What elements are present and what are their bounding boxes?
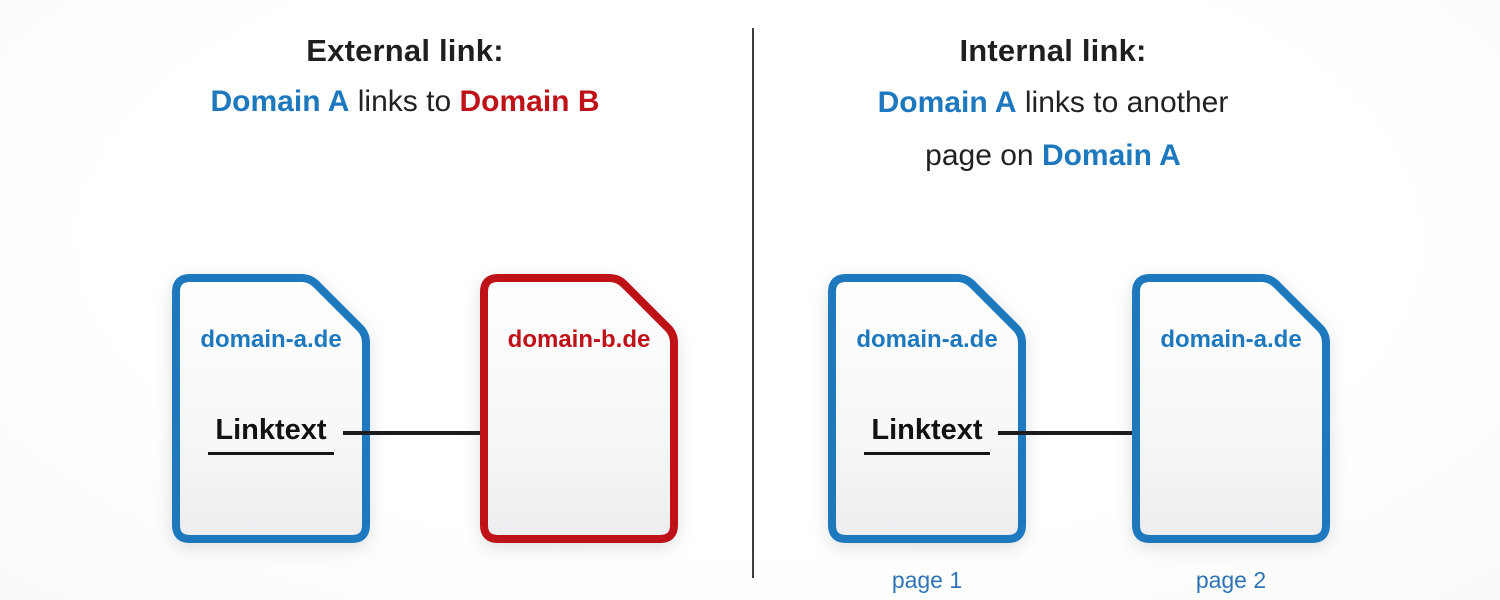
document-domain-a-external: domain-a.de Linktext — [170, 272, 372, 545]
document-shape-icon — [828, 274, 1026, 543]
doc-domain-label: domain-a.de — [200, 326, 342, 353]
linktext-label: Linktext — [170, 414, 372, 455]
document-domain-a-page1: domain-a.de Linktext — [826, 272, 1028, 545]
linktext-underlined: Linktext — [208, 414, 334, 455]
external-link-subtitle: Domain A links to Domain B — [55, 85, 755, 119]
internal-link-subtitle-line1: Domain A links to another — [703, 86, 1403, 120]
internal-link-subtitle-line2: page on Domain A — [703, 139, 1403, 173]
domain-a-text: Domain A — [1041, 139, 1181, 172]
domain-a-text: Domain A — [877, 86, 1017, 119]
links-to-text: links to — [349, 85, 460, 118]
domain-b-text: Domain B — [459, 85, 600, 118]
document-shape-icon — [172, 274, 370, 543]
panel-divider — [752, 28, 754, 578]
doc-domain-label: domain-a.de — [856, 326, 998, 353]
linktext-label: Linktext — [826, 414, 1028, 455]
page2-caption: page 2 — [1195, 567, 1267, 593]
links-to-another-text: links to another — [1016, 86, 1229, 119]
doc-domain-label: domain-b.de — [507, 326, 651, 353]
external-link-title: External link: — [306, 33, 504, 68]
internal-link-title: Internal link: — [959, 33, 1147, 68]
page1-caption: page 1 — [891, 567, 963, 593]
document-domain-a-page2: domain-a.de — [1130, 272, 1332, 545]
document-shape-icon — [1132, 274, 1330, 543]
domain-a-text: Domain A — [210, 85, 350, 118]
doc-domain-label: domain-a.de — [1160, 326, 1302, 353]
page-on-text: page on — [925, 139, 1042, 172]
document-shape-icon — [480, 274, 678, 543]
document-domain-b: domain-b.de — [478, 272, 680, 545]
linktext-underlined: Linktext — [864, 414, 990, 455]
